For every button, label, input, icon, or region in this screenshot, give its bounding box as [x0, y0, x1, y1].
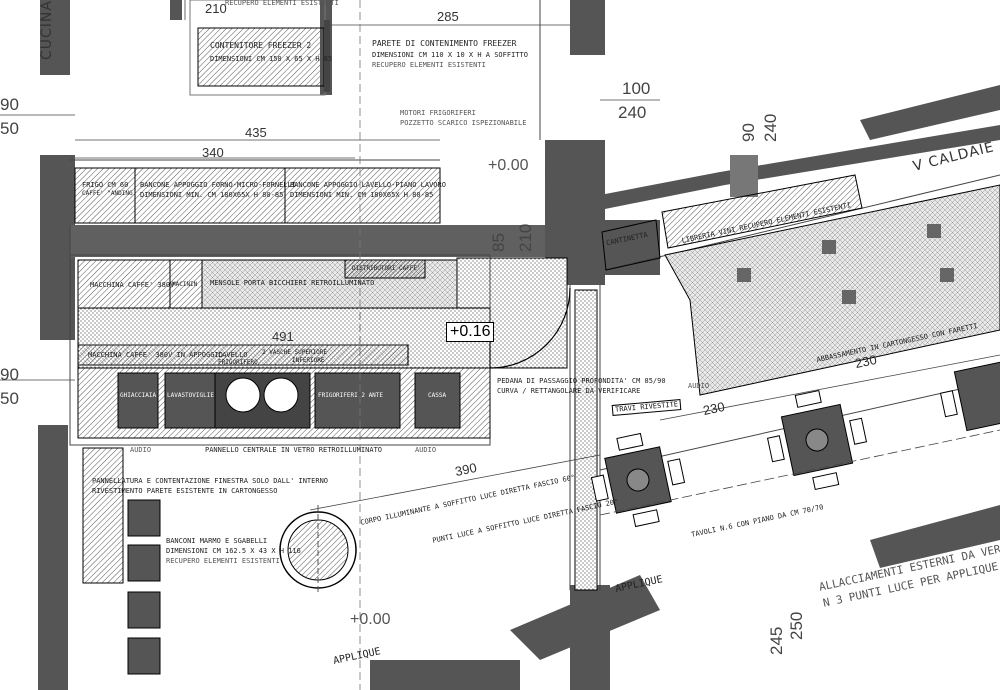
label-audio-1: AUDIO: [130, 446, 152, 454]
label-bancone-forno-dims: DIMENSIONI MIN. CM 180X65X H 80-85: [140, 191, 284, 199]
label-parete-recupero: RECUPERO ELEMENTI ESISTENTI: [372, 61, 486, 69]
label-parete-dims: DIMENSIONI CM 110 X 10 X H A SOFFITTO: [372, 51, 528, 59]
label-macchina-caffe-2: MACCHINA CAFFE' 380V IN APPOGGIO: [88, 351, 223, 359]
dim-210: 210: [516, 223, 535, 252]
ceiling-light: [279, 505, 357, 595]
label-macinini: MACININ: [172, 281, 198, 288]
label-pedana-2: CURVA / RETTANGOLARE DA VERIFICARE: [497, 387, 641, 395]
libreria-area: [601, 174, 1000, 396]
tables: [590, 358, 1000, 528]
label-vasche: 2 VASCHE SUPERIORE: [262, 349, 328, 356]
label-banconi-dims: DIMENSIONI CM 162.5 X 43 X H 116: [166, 547, 301, 555]
dim-240: 240: [618, 103, 647, 122]
label-bancone-lav: BANCONE APPOGGIO LAVELLO-PIANO LAVORO: [290, 181, 446, 189]
dim-85: 85: [489, 233, 508, 252]
dim-245: 245: [767, 626, 786, 655]
dim-491: 491: [272, 329, 294, 344]
label-freezer: CONTENITORE FREEZER 2: [210, 41, 312, 50]
label-bancone-forno: BANCONE APPOGGIO FORNO-MICRO-FORNELLI: [140, 181, 296, 189]
dim-90-left-2: 90: [0, 365, 19, 384]
dim-90-rot: 90: [739, 123, 758, 142]
label-vasche-inf: INFERIORE: [292, 357, 325, 364]
marble-counters: [82, 447, 161, 675]
label-rivestimento: RIVESTIMENTO PARETE ESISTENTE IN CARTONG…: [92, 487, 278, 495]
label-cassa: CASSA: [428, 392, 447, 399]
label-frigo-2: CAFFE' "ANDING: [82, 190, 133, 197]
label-ghiaccio: GHIACCIAIA: [120, 392, 157, 399]
dim-340: 340: [202, 145, 224, 160]
top-counters: [74, 167, 441, 224]
dim-210-top: 210: [205, 1, 227, 16]
label-motori: MOTORI FRIGORIFERI: [400, 109, 476, 117]
label-audio-2: AUDIO: [415, 446, 437, 454]
label-lavello: LAVELLO: [218, 351, 248, 359]
label-parete: PARETE DI CONTENIMENTO FREEZER: [372, 39, 517, 48]
label-pannello: PANNELLO CENTRALE IN VETRO RETROILLUMINA…: [205, 446, 383, 454]
label-bancone-lav-dims: DIMENSIONI MIN. CM 180X65X H 80-85: [290, 191, 434, 199]
room-label-cucina: CUCINA / MAGA: [39, 0, 55, 60]
label-quadro: QUADRO ELETTRICO: [544, 147, 552, 215]
label-pedana-1: PEDANA DI PASSAGGIO PROFONDITA' CM 85/90: [497, 377, 666, 385]
label-audio-3: AUDIO: [688, 382, 710, 390]
label-mensole: MENSOLE PORTA BICCHIERI RETROILLUMINATO: [210, 279, 375, 287]
label-macchina-caffe: MACCHINA CAFFE' 380V: [90, 281, 175, 289]
label-recupero-top: RECUPERO ELEMENTI ESISTENTI: [225, 0, 339, 7]
dim-240-rot: 240: [761, 113, 780, 142]
label-pannellatura: PANNELLATURA E CONTENTAZIONE FINESTRA SO…: [92, 477, 329, 485]
dim-100: 100: [622, 79, 651, 98]
label-pozzetto: POZZETTO SCARICO ISPEZIONABILE: [400, 119, 527, 127]
dim-435: 435: [245, 125, 267, 140]
dim-250: 250: [787, 611, 806, 640]
dim-50-left: 50: [0, 119, 19, 138]
level-bottom: +0.00: [350, 611, 391, 628]
bar-back: [77, 257, 571, 439]
label-banconi-recupero: RECUPERO ELEMENTI ESISTENTI: [166, 557, 280, 565]
dim-50-left-2: 50: [0, 389, 19, 408]
label-frigo: FRIGO CM 60: [82, 181, 129, 189]
dim-285: 285: [437, 9, 459, 24]
level-counter: +0.16: [446, 322, 495, 342]
walls: [38, 0, 1000, 690]
label-distributori: DISTRIBUTORI CAFFE': [352, 265, 421, 272]
freezer-block: [189, 0, 330, 96]
label-banconi: BANCONI MARMO E SGABELLI: [166, 537, 268, 545]
dim-90-left: 90: [0, 95, 19, 114]
label-lavello-frigo: FRIGORIFERO: [218, 359, 258, 366]
label-frigoriferi-ante: FRIGORIFERI 2 ANTE: [318, 392, 384, 399]
label-freezer-dims: DIMENSIONI CM 150 X 65 X H 85: [210, 55, 333, 63]
label-lavastoviglie: LAVASTOVIGLIE: [167, 392, 214, 399]
level-center: +0.00: [488, 157, 529, 174]
